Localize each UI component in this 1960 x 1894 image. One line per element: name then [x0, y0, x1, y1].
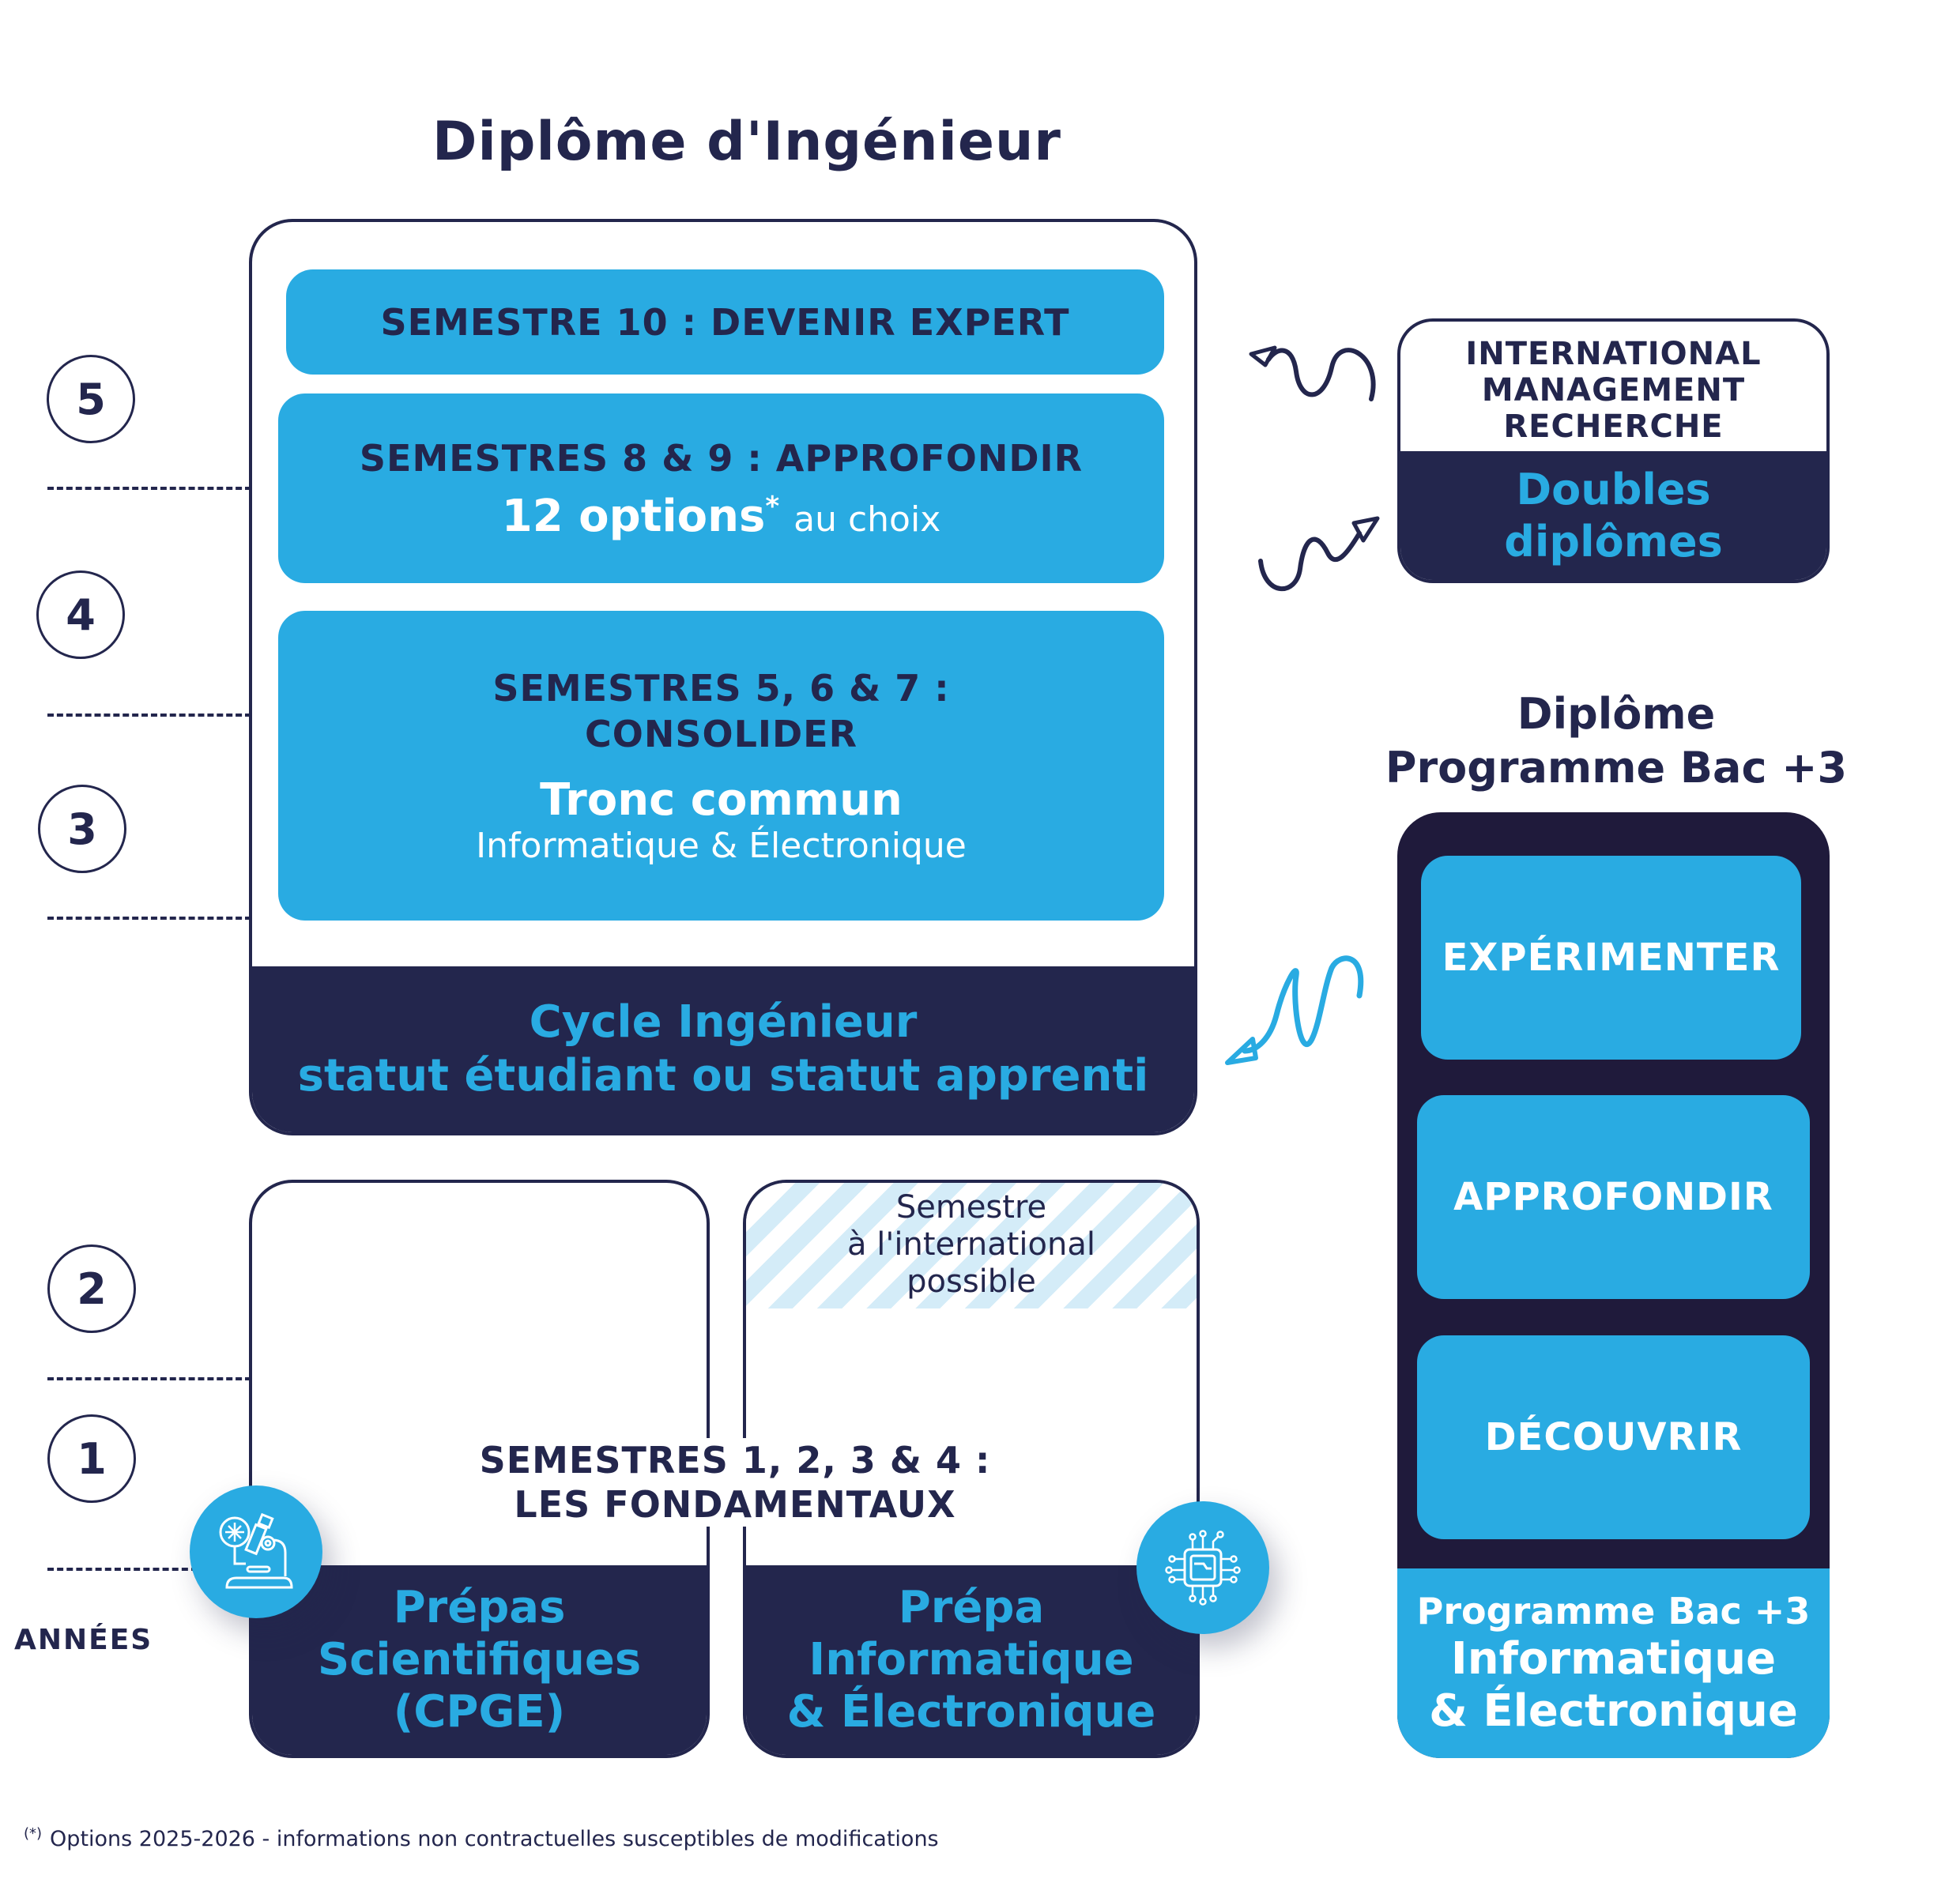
- international-semester-band: [746, 1183, 1197, 1308]
- fundamentals-line-2: LES FONDAMENTAUX: [514, 1483, 956, 1526]
- years-label: ANNÉES: [14, 1624, 153, 1656]
- international-semester-note: Semestre à l'international possible: [746, 1189, 1197, 1301]
- prepa-ie-line-3: & Électronique: [786, 1686, 1156, 1738]
- year-marker-2: 2: [47, 1244, 136, 1333]
- prepa-cpge-footer: Prépas Scientifiques (CPGE): [252, 1565, 707, 1755]
- double-degree-international: INTERNATIONAL: [1465, 336, 1762, 372]
- semesters-5-6-7-heading-2: CONSOLIDER: [584, 713, 858, 755]
- bac3-footer-line-1: Programme Bac +3: [1416, 1590, 1811, 1632]
- options-choice: au choix: [793, 499, 941, 540]
- year-marker-1: 1: [47, 1414, 136, 1503]
- prepa-ie-footer: Prépa Informatique & Électronique: [746, 1565, 1197, 1755]
- prepa-ie-line-1: Prépa: [898, 1582, 1045, 1633]
- bac3-footer-line-2: Informatique: [1450, 1633, 1777, 1685]
- options-count: 12 options: [501, 490, 766, 542]
- double-degrees-box: INTERNATIONAL MANAGEMENT RECHERCHE Doubl…: [1397, 318, 1830, 583]
- double-degrees-footer: Doubles diplômes: [1400, 451, 1826, 580]
- engineering-cycle-footer: Cycle Ingénieur statut étudiant ou statu…: [252, 966, 1194, 1132]
- footnote-mark: (*): [24, 1825, 43, 1842]
- bac3-footer-line-3: & Électronique: [1429, 1685, 1798, 1737]
- semesters-8-9-box: SEMESTRES 8 & 9 : APPROFONDIR 12 options…: [278, 393, 1164, 583]
- semesters-5-6-7-heading-1: SEMESTRES 5, 6 & 7 :: [492, 667, 950, 710]
- year-divider: [47, 917, 251, 920]
- bac3-title-line-1: Diplôme: [1517, 689, 1716, 739]
- semesters-5-6-7-box: SEMESTRES 5, 6 & 7 : CONSOLIDER Tronc co…: [278, 611, 1164, 921]
- semester-10-box: SEMESTRE 10 : DEVENIR EXPERT: [286, 269, 1164, 375]
- options-line: 12 options* au choix: [502, 491, 941, 542]
- bac3-title: Diplôme Programme Bac +3: [1344, 687, 1889, 795]
- double-degrees-types: INTERNATIONAL MANAGEMENT RECHERCHE: [1400, 336, 1826, 445]
- footnote-text: Options 2025-2026 - informations non con…: [50, 1827, 939, 1851]
- bac3-step-experimenter: EXPÉRIMENTER: [1421, 856, 1801, 1060]
- semesters-8-9-heading: SEMESTRES 8 & 9 : APPROFONDIR: [359, 436, 1084, 480]
- fundamentals-line-1: SEMESTRES 1, 2, 3 & 4 :: [479, 1439, 991, 1482]
- bac3-step-approfondir: APPROFONDIR: [1417, 1095, 1810, 1299]
- year-divider: [47, 1568, 198, 1571]
- page-title: Diplôme d'Ingénieur: [432, 111, 1061, 173]
- tronc-commun: Tronc commun: [540, 774, 903, 826]
- international-line-1: Semestre: [895, 1189, 1047, 1226]
- international-line-3: possible: [906, 1263, 1036, 1300]
- cycle-status: statut étudiant ou statut apprenti: [297, 1050, 1149, 1101]
- bac3-step-decouvrir: DÉCOUVRIR: [1417, 1335, 1810, 1539]
- squiggle-arrow-to-engineering-icon: [1249, 345, 1376, 401]
- bac3-footer: Programme Bac +3 Informatique & Électron…: [1397, 1568, 1830, 1758]
- prepa-ie-line-2: Informatique: [808, 1634, 1134, 1685]
- prepa-cpge-line-3: (CPGE): [393, 1686, 566, 1738]
- international-line-2: à l'international: [847, 1226, 1095, 1263]
- tronc-commun-subtitle: Informatique & Électronique: [476, 826, 967, 866]
- year-marker-5: 5: [47, 355, 135, 443]
- squiggle-arrow-to-double-degrees-icon: [1258, 516, 1380, 592]
- bac3-title-line-2: Programme Bac +3: [1385, 743, 1848, 793]
- year-marker-4: 4: [36, 570, 125, 659]
- microscope-icon: [190, 1485, 322, 1618]
- double-degree-management: MANAGEMENT: [1481, 372, 1746, 409]
- double-degree-research: RECHERCHE: [1503, 409, 1724, 445]
- double-degrees-line-1: Doubles: [1516, 464, 1711, 514]
- options-asterisk: *: [765, 490, 780, 522]
- year-marker-3: 3: [38, 785, 126, 873]
- cycle-title: Cycle Ingénieur: [529, 996, 918, 1048]
- footnote: (*) Options 2025-2026 - informations non …: [24, 1825, 939, 1851]
- squiggle-arrow-bac3-to-engineering-icon: [1225, 955, 1364, 1065]
- year-divider: [47, 487, 251, 490]
- semester-10-heading: SEMESTRE 10 : DEVENIR EXPERT: [380, 300, 1070, 344]
- double-degrees-line-2: diplômes: [1504, 516, 1723, 567]
- chip-icon: [1136, 1501, 1269, 1634]
- year-divider: [47, 714, 251, 717]
- fundamentals-label: SEMESTRES 1, 2, 3 & 4 : LES FONDAMENTAUX: [458, 1438, 1012, 1527]
- year-divider: [47, 1377, 251, 1380]
- bac3-box: EXPÉRIMENTER APPROFONDIR DÉCOUVRIR Progr…: [1397, 812, 1830, 1758]
- prepa-cpge-line-1: Prépas: [393, 1582, 566, 1633]
- prepa-cpge-line-2: Scientifiques: [317, 1634, 642, 1685]
